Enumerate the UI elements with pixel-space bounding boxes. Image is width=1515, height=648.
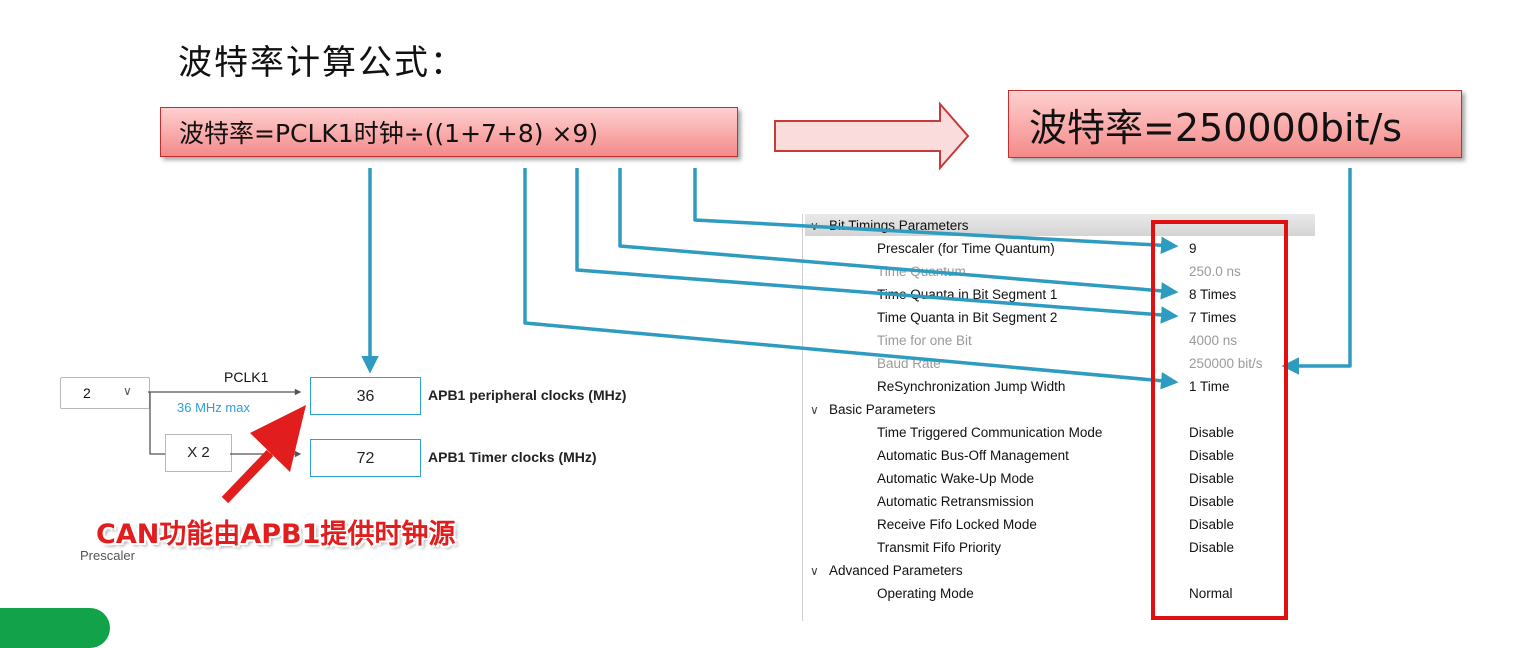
param-abom-value[interactable]: Disable xyxy=(1189,448,1235,463)
param-seg2-value[interactable]: 7 Times xyxy=(1189,310,1237,325)
param-bit-time-name: Time for one Bit xyxy=(877,333,972,348)
param-prescaler-value[interactable]: 9 xyxy=(1189,241,1197,256)
param-awum-value[interactable]: Disable xyxy=(1189,471,1235,486)
panel-header-bar xyxy=(805,214,1315,236)
param-seg2-name: Time Quanta in Bit Segment 2 xyxy=(877,310,1058,325)
param-mode-value[interactable]: Normal xyxy=(1189,586,1233,601)
param-art-value[interactable]: Disable xyxy=(1189,494,1235,509)
section-basic[interactable]: Basic Parameters xyxy=(829,402,936,417)
param-abom-name: Automatic Bus-Off Management xyxy=(877,448,1069,463)
param-bit-time-value: 4000 ns xyxy=(1189,333,1238,348)
apb1-peripheral-value: 36 xyxy=(356,388,375,405)
param-seg1-value[interactable]: 8 Times xyxy=(1189,287,1237,302)
prescaler-label: Prescaler xyxy=(80,548,135,563)
apb1-timer-value: 72 xyxy=(356,450,375,467)
values-highlight-box xyxy=(1151,220,1288,620)
arrow-right-icon xyxy=(774,101,970,171)
can-clock-source-note: CAN功能由APB1提供时钟源 xyxy=(96,519,456,550)
param-prescaler-name: Prescaler (for Time Quantum) xyxy=(877,241,1055,256)
param-art-name: Automatic Retransmission xyxy=(877,494,1034,509)
apb1-timer-clock-box[interactable]: 72 xyxy=(310,439,421,477)
decorative-green-tab xyxy=(0,608,110,648)
param-sjw-value[interactable]: 1 Time xyxy=(1189,379,1230,394)
baud-formula-text: 波特率=PCLK1时钟÷((1+7+8) ×9) xyxy=(179,119,599,148)
multiplier-text: X 2 xyxy=(187,444,210,461)
param-txfp-name: Transmit Fifo Priority xyxy=(877,540,1002,555)
section-advanced[interactable]: Advanced Parameters xyxy=(829,563,963,578)
param-baud-value: 250000 bit/s xyxy=(1189,356,1263,371)
chevron-down-icon[interactable]: ∨ xyxy=(810,564,819,578)
callout-arrow-icon xyxy=(221,405,306,504)
apb1-peripheral-clock-box[interactable]: 36 xyxy=(310,377,421,415)
chevron-down-icon: ∨ xyxy=(123,384,132,398)
dropdown-value: 2 xyxy=(83,385,91,401)
panel-divider xyxy=(802,214,803,621)
param-sjw-name: ReSynchronization Jump Width xyxy=(877,379,1066,394)
param-tq-value: 250.0 ns xyxy=(1189,264,1241,279)
max-freq-note: 36 MHz max xyxy=(177,400,250,415)
apb1-timer-label: APB1 Timer clocks (MHz) xyxy=(428,449,597,465)
param-awum-name: Automatic Wake-Up Mode xyxy=(877,471,1035,486)
param-rflm-name: Receive Fifo Locked Mode xyxy=(877,517,1037,532)
apb1-peripheral-label: APB1 peripheral clocks (MHz) xyxy=(428,387,627,403)
param-mode-name: Operating Mode xyxy=(877,586,974,601)
chevron-down-icon[interactable]: ∨ xyxy=(810,403,819,417)
pclk1-label: PCLK1 xyxy=(224,369,269,385)
param-rflm-value[interactable]: Disable xyxy=(1189,517,1235,532)
param-ttcm-name: Time Triggered Communication Mode xyxy=(877,425,1103,440)
param-txfp-value[interactable]: Disable xyxy=(1189,540,1235,555)
baud-result-box: 波特率=250000bit/s xyxy=(1008,90,1462,158)
timer-multiplier-box: X 2 xyxy=(165,434,232,472)
baud-formula-box: 波特率=PCLK1时钟÷((1+7+8) ×9) xyxy=(160,107,738,157)
page-heading: 波特率计算公式： xyxy=(178,43,466,83)
connector-overlay xyxy=(148,101,1352,620)
blue-connectors xyxy=(361,168,1352,390)
baud-result-text: 波特率=250000bit/s xyxy=(1029,105,1403,150)
param-ttcm-value[interactable]: Disable xyxy=(1189,425,1235,440)
